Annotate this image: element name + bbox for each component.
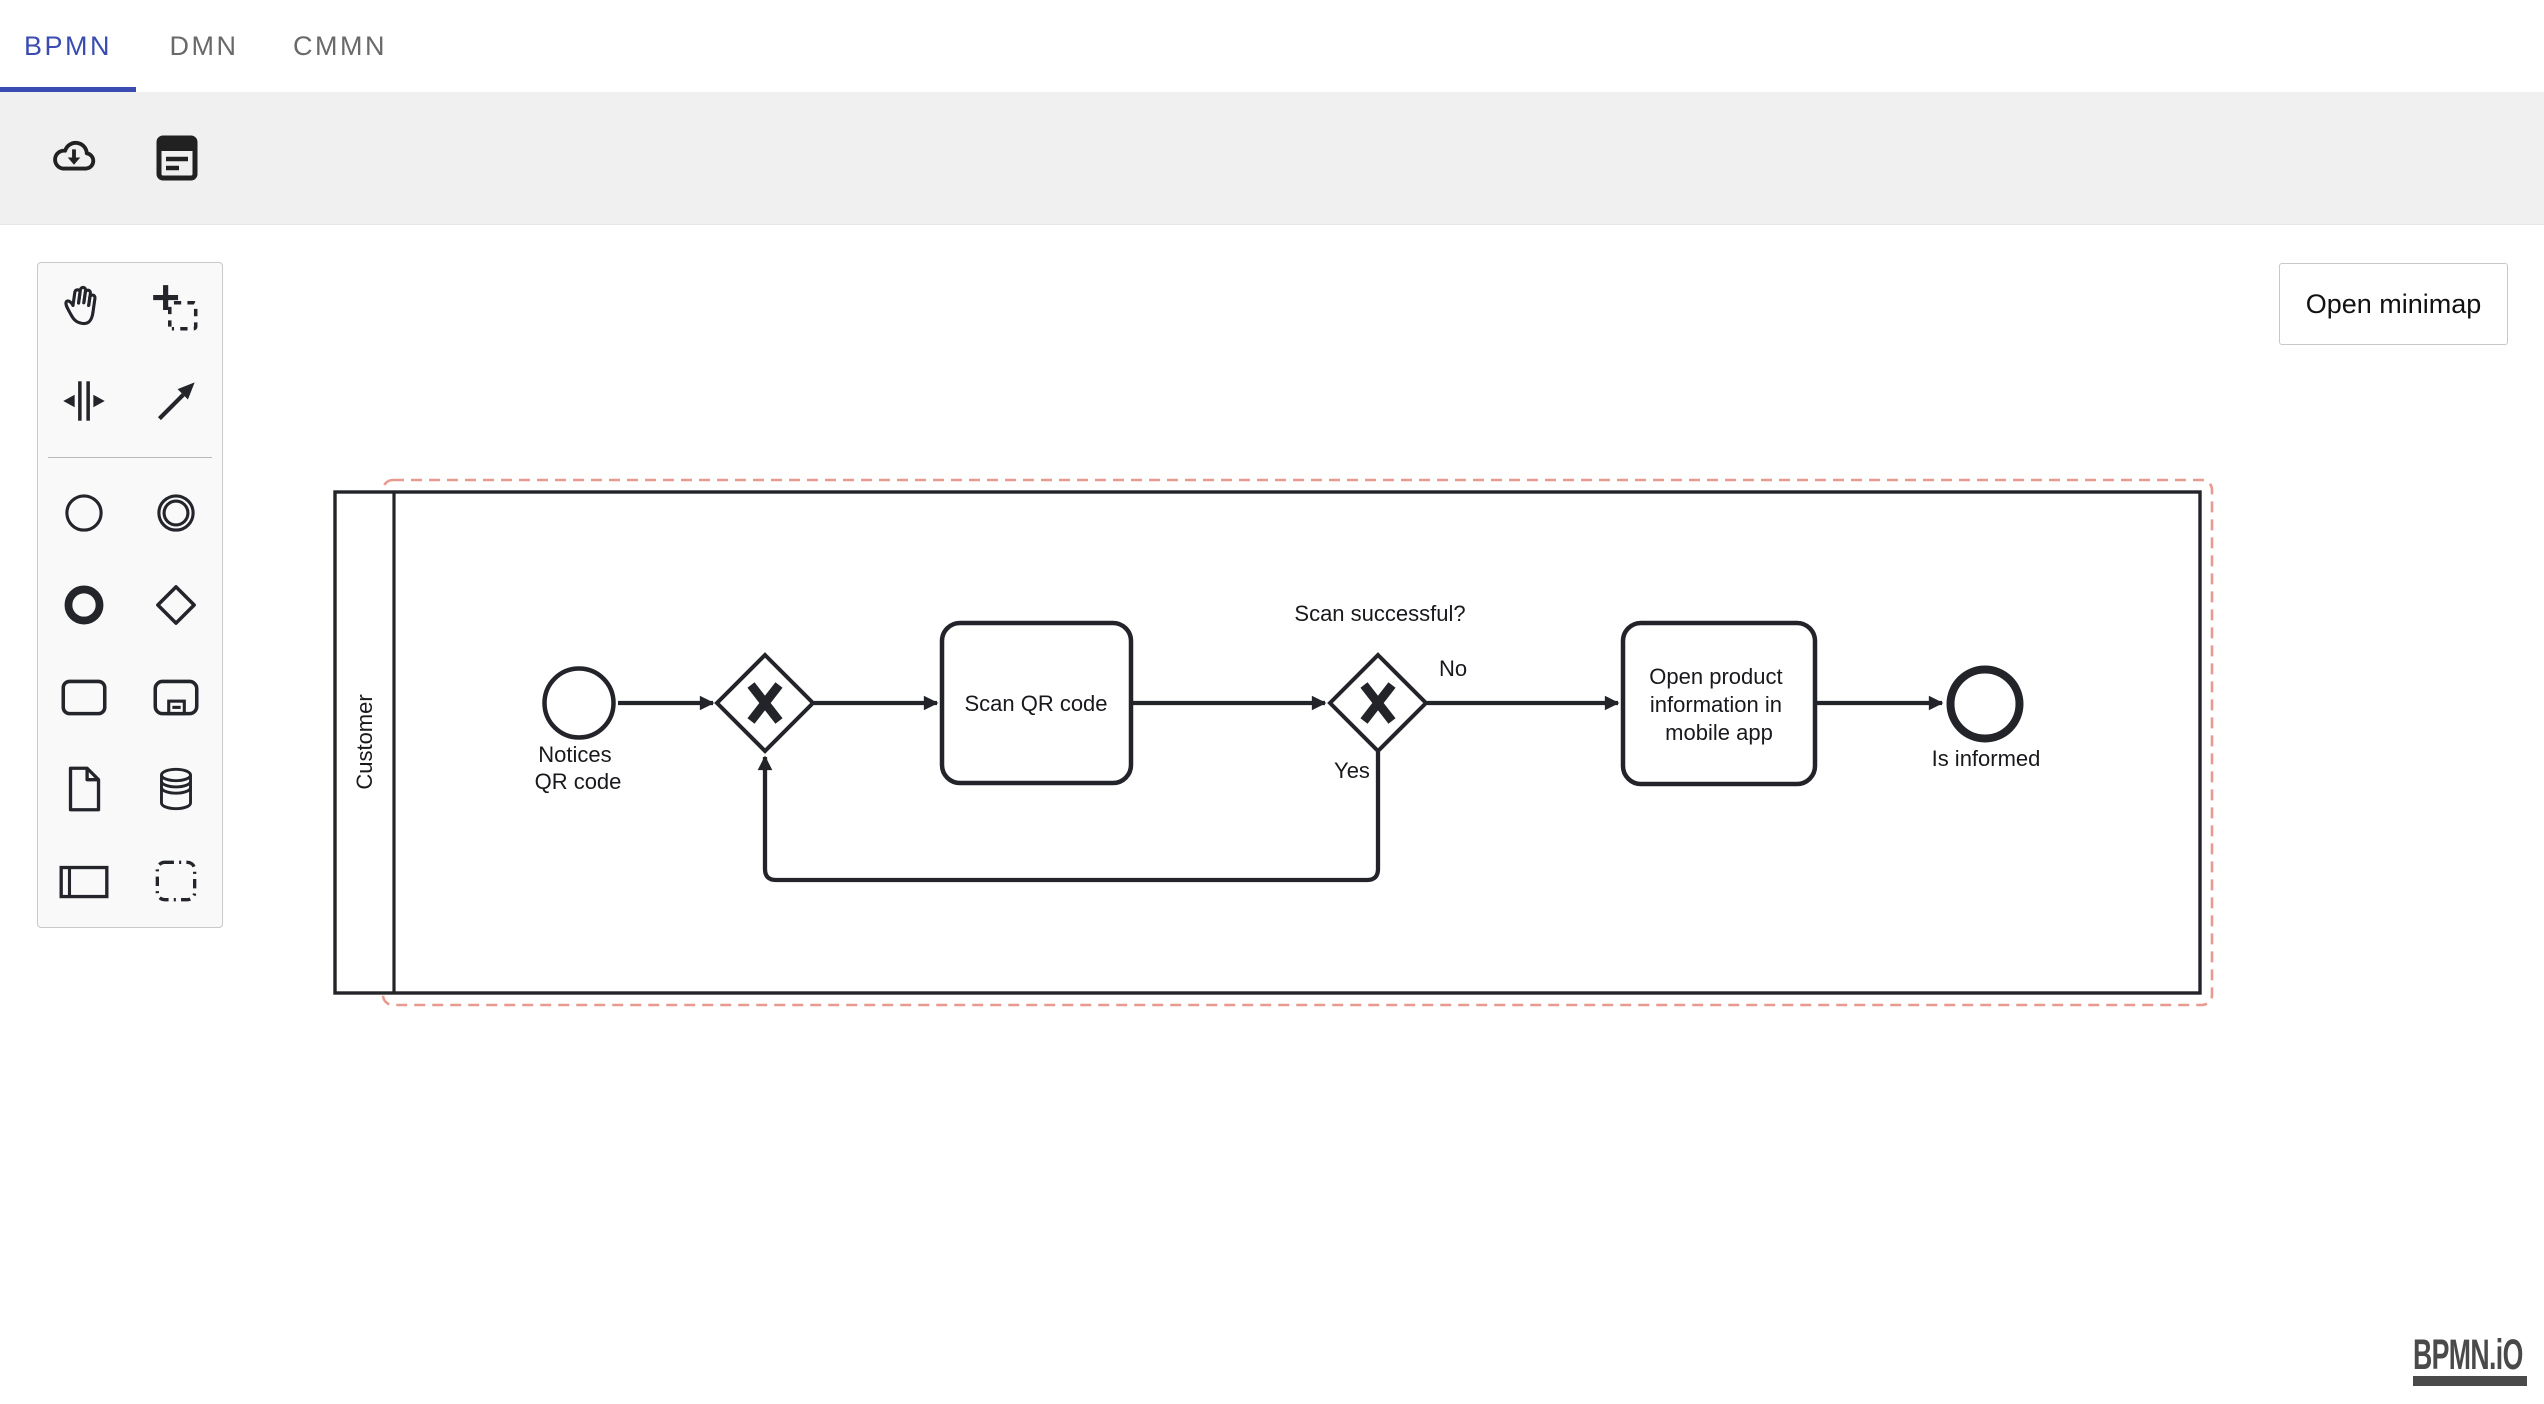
- tab-dmn-label: DMN: [169, 30, 239, 61]
- subprocess-icon: [153, 679, 199, 716]
- cloud-download-icon: [53, 140, 96, 171]
- task-open-label[interactable]: Open product information in mobile app: [1649, 664, 1788, 745]
- active-tab-underline: [0, 87, 136, 92]
- palette-create-end-event[interactable]: [38, 559, 130, 651]
- sequence-flows[interactable]: [618, 695, 1944, 883]
- palette-create-start-event[interactable]: [38, 467, 130, 559]
- download-diagram-button[interactable]: [50, 134, 98, 182]
- selection-outline: [381, 478, 2214, 1007]
- task-open-product-info[interactable]: Open product information in mobile app: [1620, 620, 1818, 787]
- bpmn-palette: [37, 262, 223, 928]
- report-form-icon: [156, 135, 198, 181]
- hand-icon: [64, 285, 97, 326]
- palette-create-data-object[interactable]: [38, 743, 130, 835]
- palette-create-gateway[interactable]: [130, 559, 222, 651]
- open-minimap-label: Open minimap: [2305, 288, 2482, 319]
- data-store-icon: [160, 767, 192, 811]
- bpmn-io-logo[interactable]: BPMN.iO: [2413, 1331, 2527, 1386]
- palette-create-task[interactable]: [38, 651, 130, 743]
- gateway-icon: [156, 585, 196, 625]
- palette-lasso-tool[interactable]: [130, 263, 222, 355]
- flow-gateway2-yes-loop[interactable]: [757, 752, 1381, 883]
- lasso-icon: [153, 285, 198, 331]
- data-object-icon: [68, 766, 101, 812]
- xor-marker: [1360, 682, 1396, 724]
- bpmn-io-logo-underline: [2413, 1376, 2527, 1386]
- tab-bpmn[interactable]: BPMN: [0, 0, 136, 92]
- palette-space-tool[interactable]: [38, 355, 130, 447]
- palette-separator: [38, 447, 222, 467]
- xor-marker: [747, 682, 783, 724]
- start-event-icon: [65, 494, 103, 532]
- xor-gateway-scan-successful[interactable]: Scan successful? No Yes: [1294, 601, 1467, 783]
- palette-create-subprocess[interactable]: [130, 651, 222, 743]
- bpmn-io-logo-text: BPMN.iO: [2413, 1331, 2523, 1379]
- palette-create-participant[interactable]: [38, 835, 130, 927]
- end-event-label[interactable]: Is informed: [1932, 746, 2041, 771]
- space-tool-icon: [63, 381, 105, 421]
- editor-toolbar: [0, 92, 2544, 225]
- editor-tab-bar: BPMN DMN CMMN: [0, 0, 2544, 92]
- start-event-label[interactable]: Notices QR code: [535, 742, 622, 794]
- tab-bpmn-label: BPMN: [23, 30, 112, 61]
- palette-create-group[interactable]: [130, 835, 222, 927]
- end-event[interactable]: Is informed: [1932, 665, 2041, 772]
- participant-pool[interactable]: Customer: [333, 490, 2202, 995]
- end-event-icon: [64, 585, 104, 625]
- task-scan-qr-code[interactable]: Scan QR code: [939, 620, 1134, 786]
- xor-gateway-join[interactable]: [714, 652, 816, 754]
- pool-label[interactable]: Customer: [352, 694, 377, 789]
- properties-panel-button[interactable]: [153, 134, 201, 182]
- tab-dmn[interactable]: DMN: [136, 0, 272, 92]
- connect-arrow-icon: [157, 382, 195, 421]
- participant-icon: [59, 865, 109, 899]
- palette-create-data-store[interactable]: [130, 743, 222, 835]
- group-icon: [155, 860, 197, 902]
- tab-cmmn[interactable]: CMMN: [272, 0, 408, 92]
- intermediate-event-icon: [157, 494, 195, 532]
- gateway-question-label[interactable]: Scan successful?: [1294, 601, 1465, 626]
- task-scan-label[interactable]: Scan QR code: [964, 691, 1107, 716]
- tab-cmmn-label: CMMN: [293, 30, 387, 61]
- start-event[interactable]: Notices QR code: [535, 666, 622, 795]
- open-minimap-button[interactable]: Open minimap: [2279, 263, 2508, 345]
- palette-hand-tool[interactable]: [38, 263, 130, 355]
- palette-create-intermediate-event[interactable]: [130, 467, 222, 559]
- task-icon: [61, 679, 107, 716]
- flow-yes-label[interactable]: Yes: [1334, 758, 1370, 783]
- flow-no-label[interactable]: No: [1439, 656, 1467, 681]
- palette-global-connect-tool[interactable]: [130, 355, 222, 447]
